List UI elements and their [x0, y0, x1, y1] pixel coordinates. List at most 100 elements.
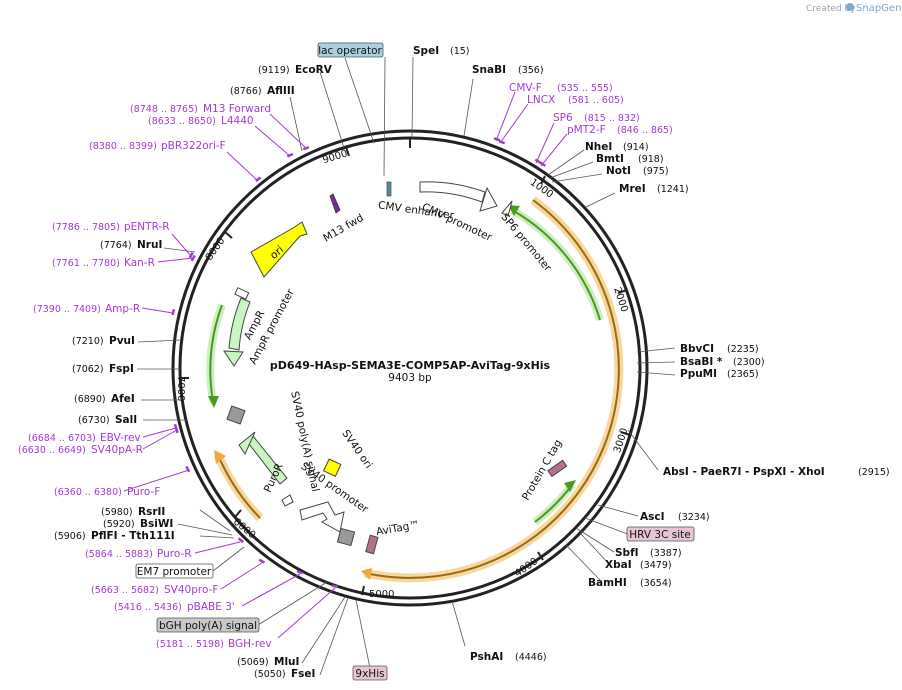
svg-text:RsrII: RsrII — [138, 506, 165, 518]
orf-main-arc — [364, 199, 620, 579]
svg-text:(7390 .. 7409): (7390 .. 7409) — [33, 304, 101, 315]
svg-text:pBABE 3': pBABE 3' — [187, 601, 235, 613]
plasmid-length: 9403 bp — [388, 372, 432, 384]
svg-text:(5906): (5906) — [54, 531, 86, 542]
svg-text:(7062): (7062) — [72, 364, 104, 375]
tick-1000 — [540, 175, 546, 185]
orf-puro-arrowhead — [214, 450, 226, 464]
svg-text:AflIII: AflIII — [267, 85, 295, 97]
primer-pbr322ori-f: (8380 .. 8399)pBR322ori-F — [89, 140, 226, 152]
svg-text:BsiWI: BsiWI — [140, 518, 173, 530]
sv40-polya-marker — [226, 405, 246, 425]
svg-text:bGH poly(A) signal: bGH poly(A) signal — [159, 620, 257, 632]
tick-5000 — [361, 585, 365, 596]
enzyme-fsei: (5050)FseI — [254, 668, 315, 680]
svg-text:(6684 .. 6703): (6684 .. 6703) — [28, 433, 96, 444]
primer-pentr-r: (7786 .. 7805)pENTR-R — [52, 221, 170, 233]
boxed-label-em7: EM7 promoter — [135, 563, 214, 579]
primer-ebv-rev: (6684 .. 6703)EBV-rev — [28, 432, 141, 444]
svg-text:HRV 3C site: HRV 3C site — [629, 529, 690, 541]
primer-sv40pro-f: (5663 .. 5682)SV40pro-F — [91, 584, 218, 596]
svg-text:AscI: AscI — [640, 511, 665, 523]
tick-label-5000: 5000 — [369, 589, 394, 600]
svg-text:NotI: NotI — [606, 165, 631, 177]
svg-text:(8748 .. 8765): (8748 .. 8765) — [130, 104, 198, 115]
svg-text:(918): (918) — [638, 154, 664, 165]
primer-sp6: SP6(815 .. 832) — [553, 112, 640, 124]
tick-6000 — [234, 509, 242, 518]
svg-text:SV40pro-F: SV40pro-F — [164, 584, 218, 596]
enzyme-bsabi: BsaBI *(2300) — [680, 356, 765, 368]
svg-text:(581 .. 605): (581 .. 605) — [568, 95, 624, 106]
enzyme-nhei: NheI(914) — [585, 141, 649, 153]
enzyme-sbfi: SbfI (3387) — [615, 547, 682, 559]
credit-text: Created by — [806, 4, 856, 14]
svg-text:(5050): (5050) — [254, 669, 286, 680]
svg-text:SalI: SalI — [115, 414, 137, 426]
enzyme-xhoi-group: AbsI - PaeR7I - PspXI - XhoI(2915) — [663, 466, 890, 478]
leader-lines-left — [137, 56, 386, 676]
enzyme-pflfi-tth111i: (5906)PflFI - Tth111I — [54, 530, 175, 542]
svg-text:EcoRV: EcoRV — [295, 64, 333, 76]
svg-text:(3654): (3654) — [640, 578, 672, 589]
svg-text:(6730): (6730) — [78, 415, 110, 426]
primer-lncx: LNCX (581 .. 605) — [527, 94, 624, 106]
primer-bgh-rev: (5181 .. 5198) BGH-rev — [156, 638, 272, 650]
svg-text:(8633 .. 8650): (8633 .. 8650) — [148, 116, 216, 127]
svg-text:(1241): (1241) — [657, 184, 689, 195]
tick-label-9000: 9000 — [321, 148, 349, 166]
primer-sv40pa-r: (6630 .. 6649)SV40pA-R — [18, 444, 143, 456]
primer-cmv-f: CMV-F(535 .. 555) — [509, 82, 613, 94]
sv40-small-marker — [281, 494, 294, 507]
enzyme-bamhi: BamHI (3654) — [588, 577, 672, 589]
svg-text:(7761 .. 7780): (7761 .. 7780) — [52, 258, 120, 269]
svg-text:(8380 .. 8399): (8380 .. 8399) — [89, 141, 157, 152]
enzyme-rsrii: (5980)RsrII — [101, 506, 165, 518]
svg-text:(2915): (2915) — [858, 467, 890, 478]
tick-3000 — [620, 431, 631, 436]
primer-pmt2-f: pMT2-F(846 .. 865) — [567, 124, 673, 136]
svg-text:EM7 promoter: EM7 promoter — [137, 566, 212, 578]
svg-text:Amp-R: Amp-R — [105, 303, 140, 315]
svg-text:BamHI: BamHI — [588, 577, 627, 589]
svg-text:NheI: NheI — [585, 141, 612, 153]
svg-text:PpuMI: PpuMI — [680, 368, 717, 380]
snapgene-logo-icon — [846, 3, 854, 11]
svg-text:(6890): (6890) — [74, 394, 106, 405]
enzyme-afei: (6890) AfeI — [74, 393, 135, 405]
primer-puro-f: (6360 .. 6380)Puro-F — [54, 486, 160, 498]
svg-text:SnaBI: SnaBI — [472, 64, 506, 76]
svg-text:SV40pA-R: SV40pA-R — [91, 444, 143, 456]
svg-text:AfeI: AfeI — [111, 393, 135, 405]
enzyme-bbvci: BbvCI(2235) — [680, 343, 759, 355]
orf-ampr-arc — [209, 304, 223, 403]
svg-text:(356): (356) — [518, 65, 544, 76]
svg-text:PvuI: PvuI — [109, 335, 135, 347]
primer-m13-forward: (8748 .. 8765)M13 Forward — [130, 103, 271, 115]
enzyme-ppumi: PpuMI(2365) — [680, 368, 759, 380]
svg-text:(3234): (3234) — [678, 512, 710, 523]
primer-lines — [123, 91, 568, 639]
orf-pc-arrowhead — [564, 480, 576, 492]
svg-text:LNCX: LNCX — [527, 94, 555, 106]
svg-text:(5416 .. 5436): (5416 .. 5436) — [114, 602, 182, 613]
cmv-enhancer-shape — [419, 181, 486, 203]
svg-text:SpeI: SpeI — [413, 45, 439, 57]
enzyme-xbai: XbaI(3479) — [605, 559, 672, 571]
primer-pbabe-3: (5416 .. 5436) pBABE 3' — [114, 601, 235, 613]
svg-text:(846 .. 865): (846 .. 865) — [617, 125, 673, 136]
svg-text:(3387): (3387) — [650, 548, 682, 559]
enzyme-noti: NotI (975) — [606, 165, 669, 177]
cmv-enhancer-arrowhead — [479, 186, 498, 212]
svg-text:(975): (975) — [643, 166, 669, 177]
svg-text:SbfI: SbfI — [615, 547, 639, 559]
ampr-cds-shape — [228, 297, 251, 351]
svg-text:BGH-rev: BGH-rev — [228, 638, 272, 650]
enzyme-bmti: BmtI(918) — [596, 153, 664, 165]
svg-text:(9119): (9119) — [258, 65, 290, 76]
orf-sp6-arrowhead — [508, 205, 520, 216]
enzyme-nrui: (7764)NruI — [100, 239, 162, 251]
svg-text:(5181 .. 5198): (5181 .. 5198) — [156, 639, 224, 650]
svg-text:(15): (15) — [450, 46, 470, 57]
